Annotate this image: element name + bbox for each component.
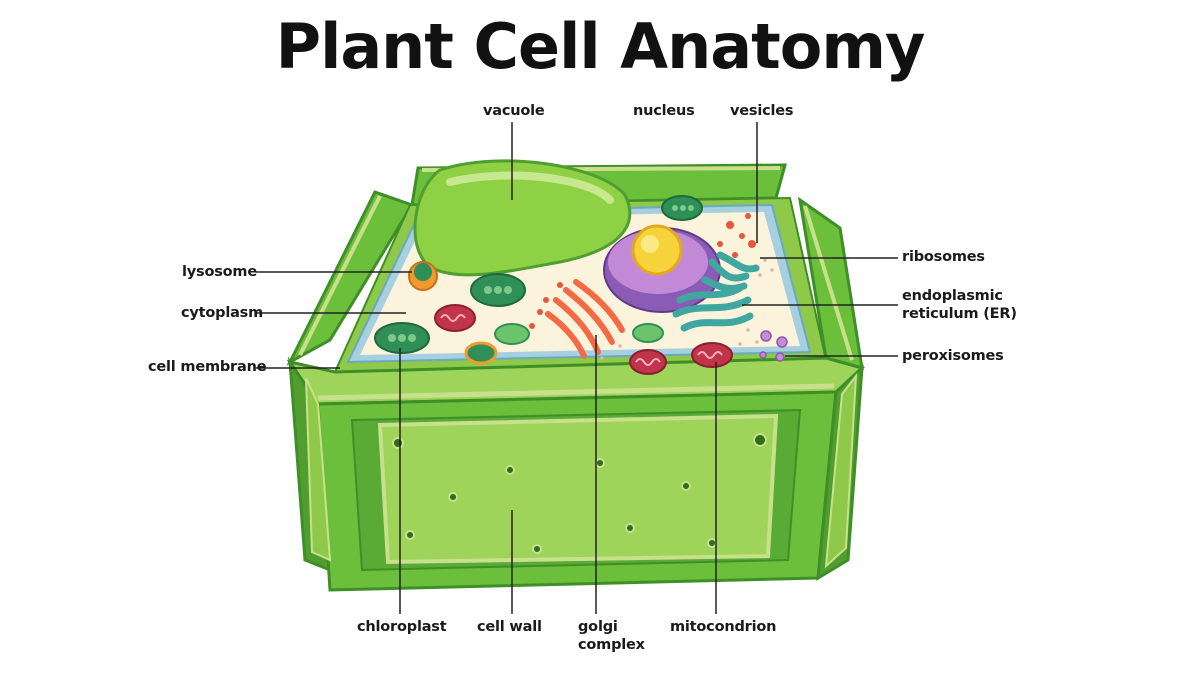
label-nucleus: nucleus (633, 103, 695, 119)
peroxisome-shapes (759, 330, 788, 362)
label-vacuole: vacuole (483, 103, 545, 119)
ribosome-dots (600, 258, 774, 360)
leader-lines (256, 122, 898, 614)
label-peroxisomes: peroxisomes (902, 348, 1004, 364)
label-cell-membrane: cell membrane (148, 359, 267, 375)
vesicle-dots (529, 213, 756, 329)
vacuole-shape (413, 159, 632, 277)
label-cell-wall: cell wall (477, 619, 542, 635)
page-title: Plant Cell Anatomy (275, 10, 926, 83)
nucleus-shape (603, 224, 721, 313)
label-golgi-complex: golgi complex (578, 619, 645, 653)
er-shape (672, 251, 760, 332)
label-lysosome: lysosome (182, 264, 257, 280)
label-endoplasmic-reticulum: endoplasmic reticulum (ER) (902, 288, 1017, 322)
label-cytoplasm: cytoplasm (181, 305, 264, 321)
lysosome-shape (408, 261, 438, 291)
chloroplast-shapes (374, 195, 703, 365)
label-ribosomes: ribosomes (902, 249, 985, 265)
label-chloroplast: chloroplast (357, 619, 447, 635)
mitochondrion-shapes (434, 304, 733, 375)
label-vesicles: vesicles (730, 103, 794, 119)
label-mitochondrion: mitocondrion (670, 619, 777, 635)
